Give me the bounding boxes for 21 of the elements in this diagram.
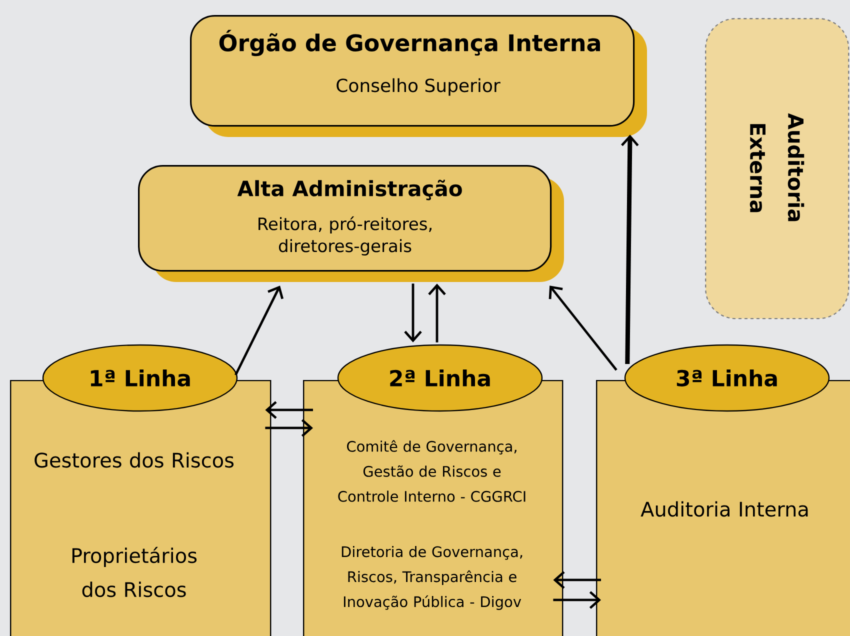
governance-box <box>190 14 647 137</box>
external-audit-box: Auditoria Externa <box>705 18 850 320</box>
administration-box <box>138 164 564 282</box>
box-title: Alta Administração <box>237 180 462 200</box>
arrow <box>553 591 601 609</box>
box-subtitle: Conselho Superior <box>336 78 500 96</box>
column-text: Comitê de Governança, Gestão de Riscos e Controle Interno - CGGRCI <box>338 440 526 502</box>
arrow <box>265 419 313 437</box>
arrow <box>428 284 446 342</box>
column-text: Auditoria Interna <box>640 501 808 517</box>
column-text: Gestores dos Riscos <box>34 452 234 468</box>
arrow <box>548 286 618 371</box>
column-text: Proprietários dos Riscos <box>72 546 197 598</box>
arrow <box>553 571 601 589</box>
box-subtitle: Reitora, pró-reitores, diretores-gerais <box>258 216 432 256</box>
box-title: Órgão de Governança Interna <box>219 30 600 56</box>
arrow <box>265 401 313 419</box>
column-text: Diretoria de Governança, Riscos, Transparência e Inovação Pública - Digov <box>342 546 522 610</box>
arrow <box>234 286 284 376</box>
arrow <box>621 134 639 364</box>
arrow <box>404 284 422 342</box>
